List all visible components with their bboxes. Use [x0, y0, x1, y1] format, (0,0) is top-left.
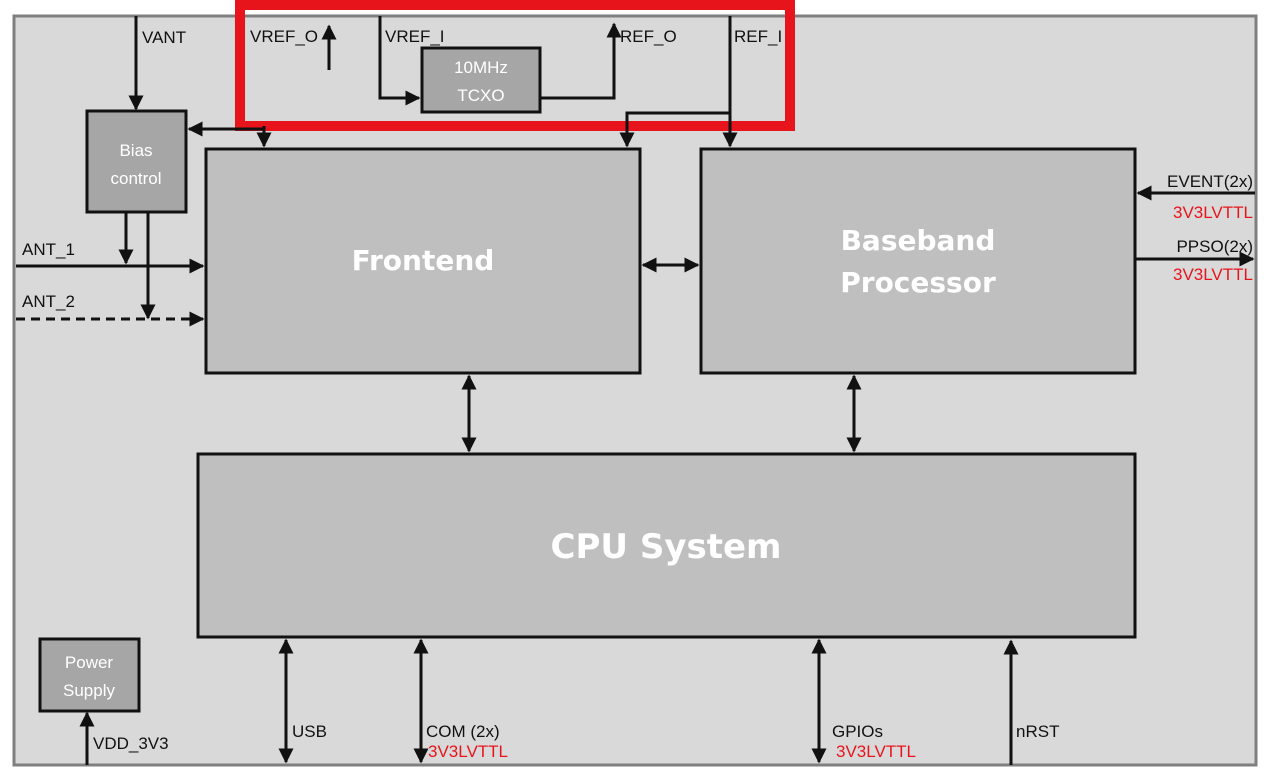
bias-label: Bias: [119, 141, 152, 160]
nrst-label: nRST: [1016, 722, 1059, 741]
baseband-label: Baseband: [841, 224, 996, 257]
vant-label: VANT: [142, 28, 186, 47]
vref-i-wire: [378, 16, 421, 106]
ref-o-wire: [541, 22, 622, 100]
gpios-label: GPIOs: [832, 722, 883, 741]
bias-control-block: [85, 109, 188, 214]
ant2-label: ANT_2: [22, 292, 75, 311]
event-level-label: 3V3LVTTL: [1173, 203, 1253, 222]
usb-label: USB: [292, 722, 327, 741]
ppso-level-label: 3V3LVTTL: [1173, 265, 1253, 284]
control-label: control: [110, 169, 161, 188]
frontend-label: Frontend: [352, 244, 495, 277]
ref-to-frontend-wire: [619, 111, 730, 148]
tcxo-block: [420, 46, 542, 114]
ref-i-label: REF_I: [734, 27, 782, 46]
cpu-system-label: CPU System: [551, 527, 782, 567]
frontend-block: [204, 147, 642, 375]
event-label: EVENT(2x): [1167, 172, 1253, 191]
com-level-label: 3V3LVTTL: [428, 742, 508, 761]
vref-o-label: VREF_O: [250, 27, 318, 46]
vdd-label: VDD_3V3: [93, 734, 169, 753]
supply-label: Supply: [63, 681, 115, 700]
ant1-label: ANT_1: [22, 240, 75, 259]
processor-label: Processor: [840, 266, 996, 299]
com-label: COM (2x): [426, 722, 500, 741]
ppso-label: PPSO(2x): [1176, 237, 1253, 256]
tcxo-label: TCXO: [457, 86, 504, 105]
vref-i-label: VREF_I: [385, 27, 445, 46]
reference-clock-highlight: [235, 0, 795, 131]
module-board: [12, 14, 1258, 767]
gpios-level-label: 3V3LVTTL: [836, 742, 916, 761]
power-label: Power: [65, 653, 114, 672]
tcxo-freq-label: 10MHz: [454, 58, 508, 77]
baseband-processor-block: [699, 147, 1137, 375]
cpu-system-block: [196, 452, 1137, 639]
power-supply-block: [38, 637, 141, 713]
ref-o-label: REF_O: [620, 27, 677, 46]
